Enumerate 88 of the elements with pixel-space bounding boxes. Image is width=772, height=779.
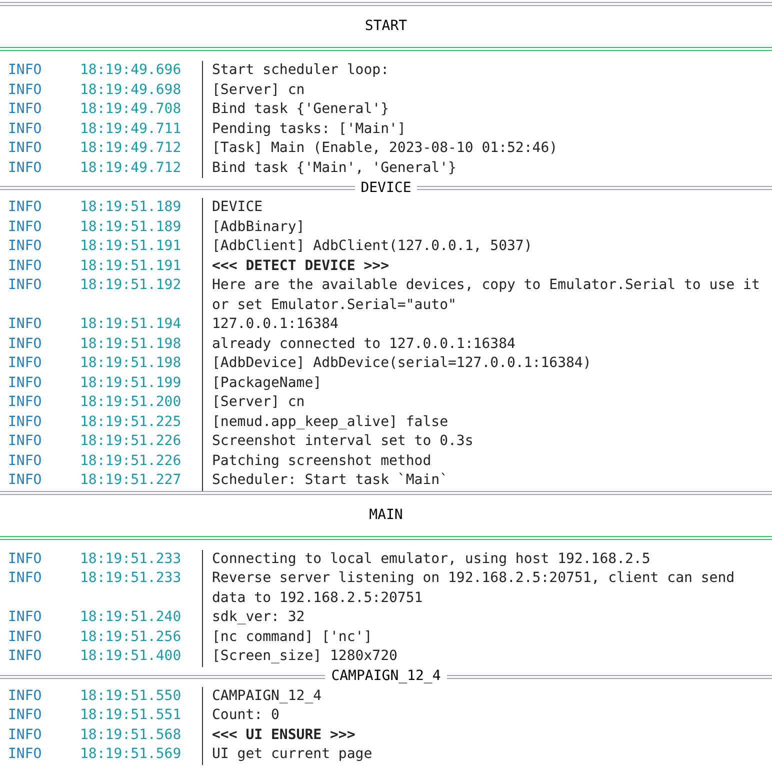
log-message: [Screen_size] 1280x720 xyxy=(212,647,398,666)
timestamp: 18:19:51.191 xyxy=(80,237,182,256)
log-message: UI get current page xyxy=(212,745,374,764)
timestamp: 18:19:51.568 xyxy=(80,726,182,744)
timestamp: 18:19:51.226 xyxy=(80,452,182,470)
timestamp: 18:19:51.240 xyxy=(80,608,182,627)
log-message: [PackageName] xyxy=(212,374,323,392)
log-level: INFO xyxy=(7,218,43,236)
timestamp: 18:19:51.199 xyxy=(80,374,182,392)
timestamp: 18:19:51.192 xyxy=(80,276,182,295)
timestamp: 18:19:51.191 xyxy=(80,256,182,276)
log-message: [AdbDevice] AdbDevice(serial=127.0.0.1:16384) xyxy=(212,354,592,373)
log-level: INFO xyxy=(7,745,43,764)
log-level: INFO xyxy=(7,61,43,80)
timestamp: 18:19:51.569 xyxy=(80,745,182,764)
timestamp: 18:19:49.712 xyxy=(80,139,182,158)
log-message: Bind task {'General'} xyxy=(212,100,390,119)
timestamp: 18:19:51.198 xyxy=(80,354,182,373)
log-message: Count: 0 xyxy=(212,706,280,725)
log-level: INFO xyxy=(7,608,43,627)
log-message: already connected to 127.0.0.1:16384 xyxy=(212,334,516,354)
timestamp: 18:19:51.226 xyxy=(80,432,182,451)
log-level: INFO xyxy=(7,647,43,666)
log-message: <<< UI ENSURE >>> xyxy=(212,726,356,744)
log-message: Screenshot interval set to 0.3s xyxy=(212,432,474,451)
log-level: INFO xyxy=(7,276,43,295)
log-level: INFO xyxy=(7,198,43,217)
log-message: Connecting to local emulator, using host 192.168.2.5 xyxy=(212,550,652,568)
timestamp: 18:19:51.194 xyxy=(80,315,182,334)
log-message: [Server] cn xyxy=(212,80,306,100)
timestamp: 18:19:49.708 xyxy=(80,100,182,119)
log-message: [Task] Main (Enable, 2023-08-10 01:52:46) xyxy=(212,139,559,158)
log-level: INFO xyxy=(7,120,43,138)
log-message: <<< DETECT DEVICE >>> xyxy=(212,256,390,276)
section-header: MAIN xyxy=(369,506,403,524)
log-level: INFO xyxy=(7,628,43,646)
log-message: Scheduler: Start task `Main` xyxy=(212,471,450,490)
log-message: Patching screenshot method xyxy=(212,452,432,470)
log-message: Start scheduler loop: xyxy=(212,61,390,80)
log-message: 127.0.0.1:16384 xyxy=(212,315,340,334)
timestamp: 18:19:51.550 xyxy=(80,686,182,706)
log-level: INFO xyxy=(7,139,43,158)
log-message: CAMPAIGN_12_4 xyxy=(212,686,323,706)
log-level: INFO xyxy=(7,158,43,178)
log-level: INFO xyxy=(7,432,43,451)
log-level: INFO xyxy=(7,80,43,100)
log-level: INFO xyxy=(7,315,43,334)
timestamp: 18:19:51.225 xyxy=(80,412,182,432)
timestamp: 18:19:51.189 xyxy=(80,218,182,236)
timestamp: 18:19:51.400 xyxy=(80,647,182,666)
timestamp: 18:19:51.227 xyxy=(80,471,182,490)
log-level: INFO xyxy=(7,412,43,432)
log-message: Bind task {'Main', 'General'} xyxy=(212,158,458,178)
log-message: sdk_ver: 32 xyxy=(212,608,306,627)
log-level: INFO xyxy=(7,256,43,276)
log-level: INFO xyxy=(7,237,43,256)
log-message: DEVICE xyxy=(212,198,264,217)
log-message: [AdbClient] AdbClient(127.0.0.1, 5037) xyxy=(212,237,534,256)
timestamp: 18:19:51.189 xyxy=(80,198,182,217)
log-message: [Server] cn xyxy=(212,393,306,412)
log-message: Pending tasks: ['Main'] xyxy=(212,120,407,138)
log-message: Here are the available devices, copy to Emulator.Serial to use it or set Emulator.Serial="auto" xyxy=(212,276,761,314)
log-message: [nc command] ['nc'] xyxy=(212,628,374,646)
section-header: START xyxy=(364,17,408,36)
log-level: INFO xyxy=(7,726,43,744)
log-level: INFO xyxy=(7,393,43,412)
timestamp: 18:19:49.711 xyxy=(80,120,182,138)
log-message: [AdbBinary] xyxy=(212,218,306,236)
log-level: INFO xyxy=(7,374,43,392)
timestamp: 18:19:51.200 xyxy=(80,393,182,412)
log-level: INFO xyxy=(7,550,43,568)
timestamp: 18:19:49.698 xyxy=(80,80,182,100)
log-level: INFO xyxy=(7,686,43,706)
log-level: INFO xyxy=(7,100,43,119)
log-level: INFO xyxy=(7,471,43,490)
timestamp: 18:19:49.712 xyxy=(80,158,182,178)
log-level: INFO xyxy=(7,706,43,725)
timestamp: 18:19:51.233 xyxy=(80,550,182,568)
timestamp: 18:19:51.551 xyxy=(80,706,182,725)
log-message: [nemud.app_keep_alive] false xyxy=(212,412,450,432)
log-level: INFO xyxy=(7,569,43,588)
log-level: INFO xyxy=(7,334,43,354)
log-level: INFO xyxy=(7,452,43,470)
timestamp: 18:19:51.256 xyxy=(80,628,182,646)
log-level: INFO xyxy=(7,354,43,373)
timestamp: 18:19:51.198 xyxy=(80,334,182,354)
timestamp: 18:19:51.233 xyxy=(80,569,182,588)
timestamp: 18:19:49.696 xyxy=(80,61,182,80)
